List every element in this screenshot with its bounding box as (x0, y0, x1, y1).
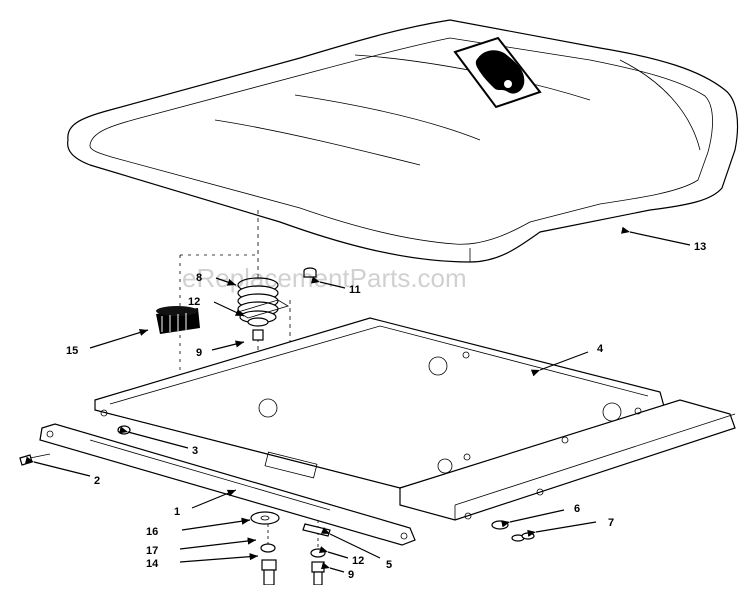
callout-7: 7 (608, 517, 614, 529)
seat-rail (39, 423, 416, 546)
watermark: eReplacementParts.com (182, 263, 467, 293)
callout-9-lower: 9 (348, 569, 354, 581)
seat-cushion (67, 19, 739, 263)
callout-9-upper: 9 (196, 347, 202, 359)
callout-17: 17 (146, 545, 158, 557)
callout-13: 13 (694, 241, 706, 253)
callout-14: 14 (146, 558, 159, 570)
callout-15: 15 (66, 345, 78, 357)
hardware-parts (19, 267, 535, 586)
callout-12-lower: 12 (352, 555, 364, 567)
callout-8: 8 (196, 272, 202, 284)
callout-2: 2 (94, 475, 100, 487)
callout-12-upper: 12 (188, 296, 200, 308)
callout-4: 4 (597, 343, 604, 355)
horse-head-emblem-icon (453, 36, 542, 109)
callout-11: 11 (349, 284, 361, 296)
spring (237, 277, 289, 324)
callout-16: 16 (146, 526, 158, 538)
callout-3: 3 (192, 445, 198, 457)
callout-5: 5 (386, 559, 392, 571)
leader-lines (24, 226, 691, 573)
callout-1: 1 (174, 506, 180, 518)
seat-pan (94, 317, 736, 521)
callout-6: 6 (574, 503, 580, 515)
callouts: 13 11 8 12 9 15 4 3 2 1 16 17 14 12 9 5 … (66, 241, 706, 581)
